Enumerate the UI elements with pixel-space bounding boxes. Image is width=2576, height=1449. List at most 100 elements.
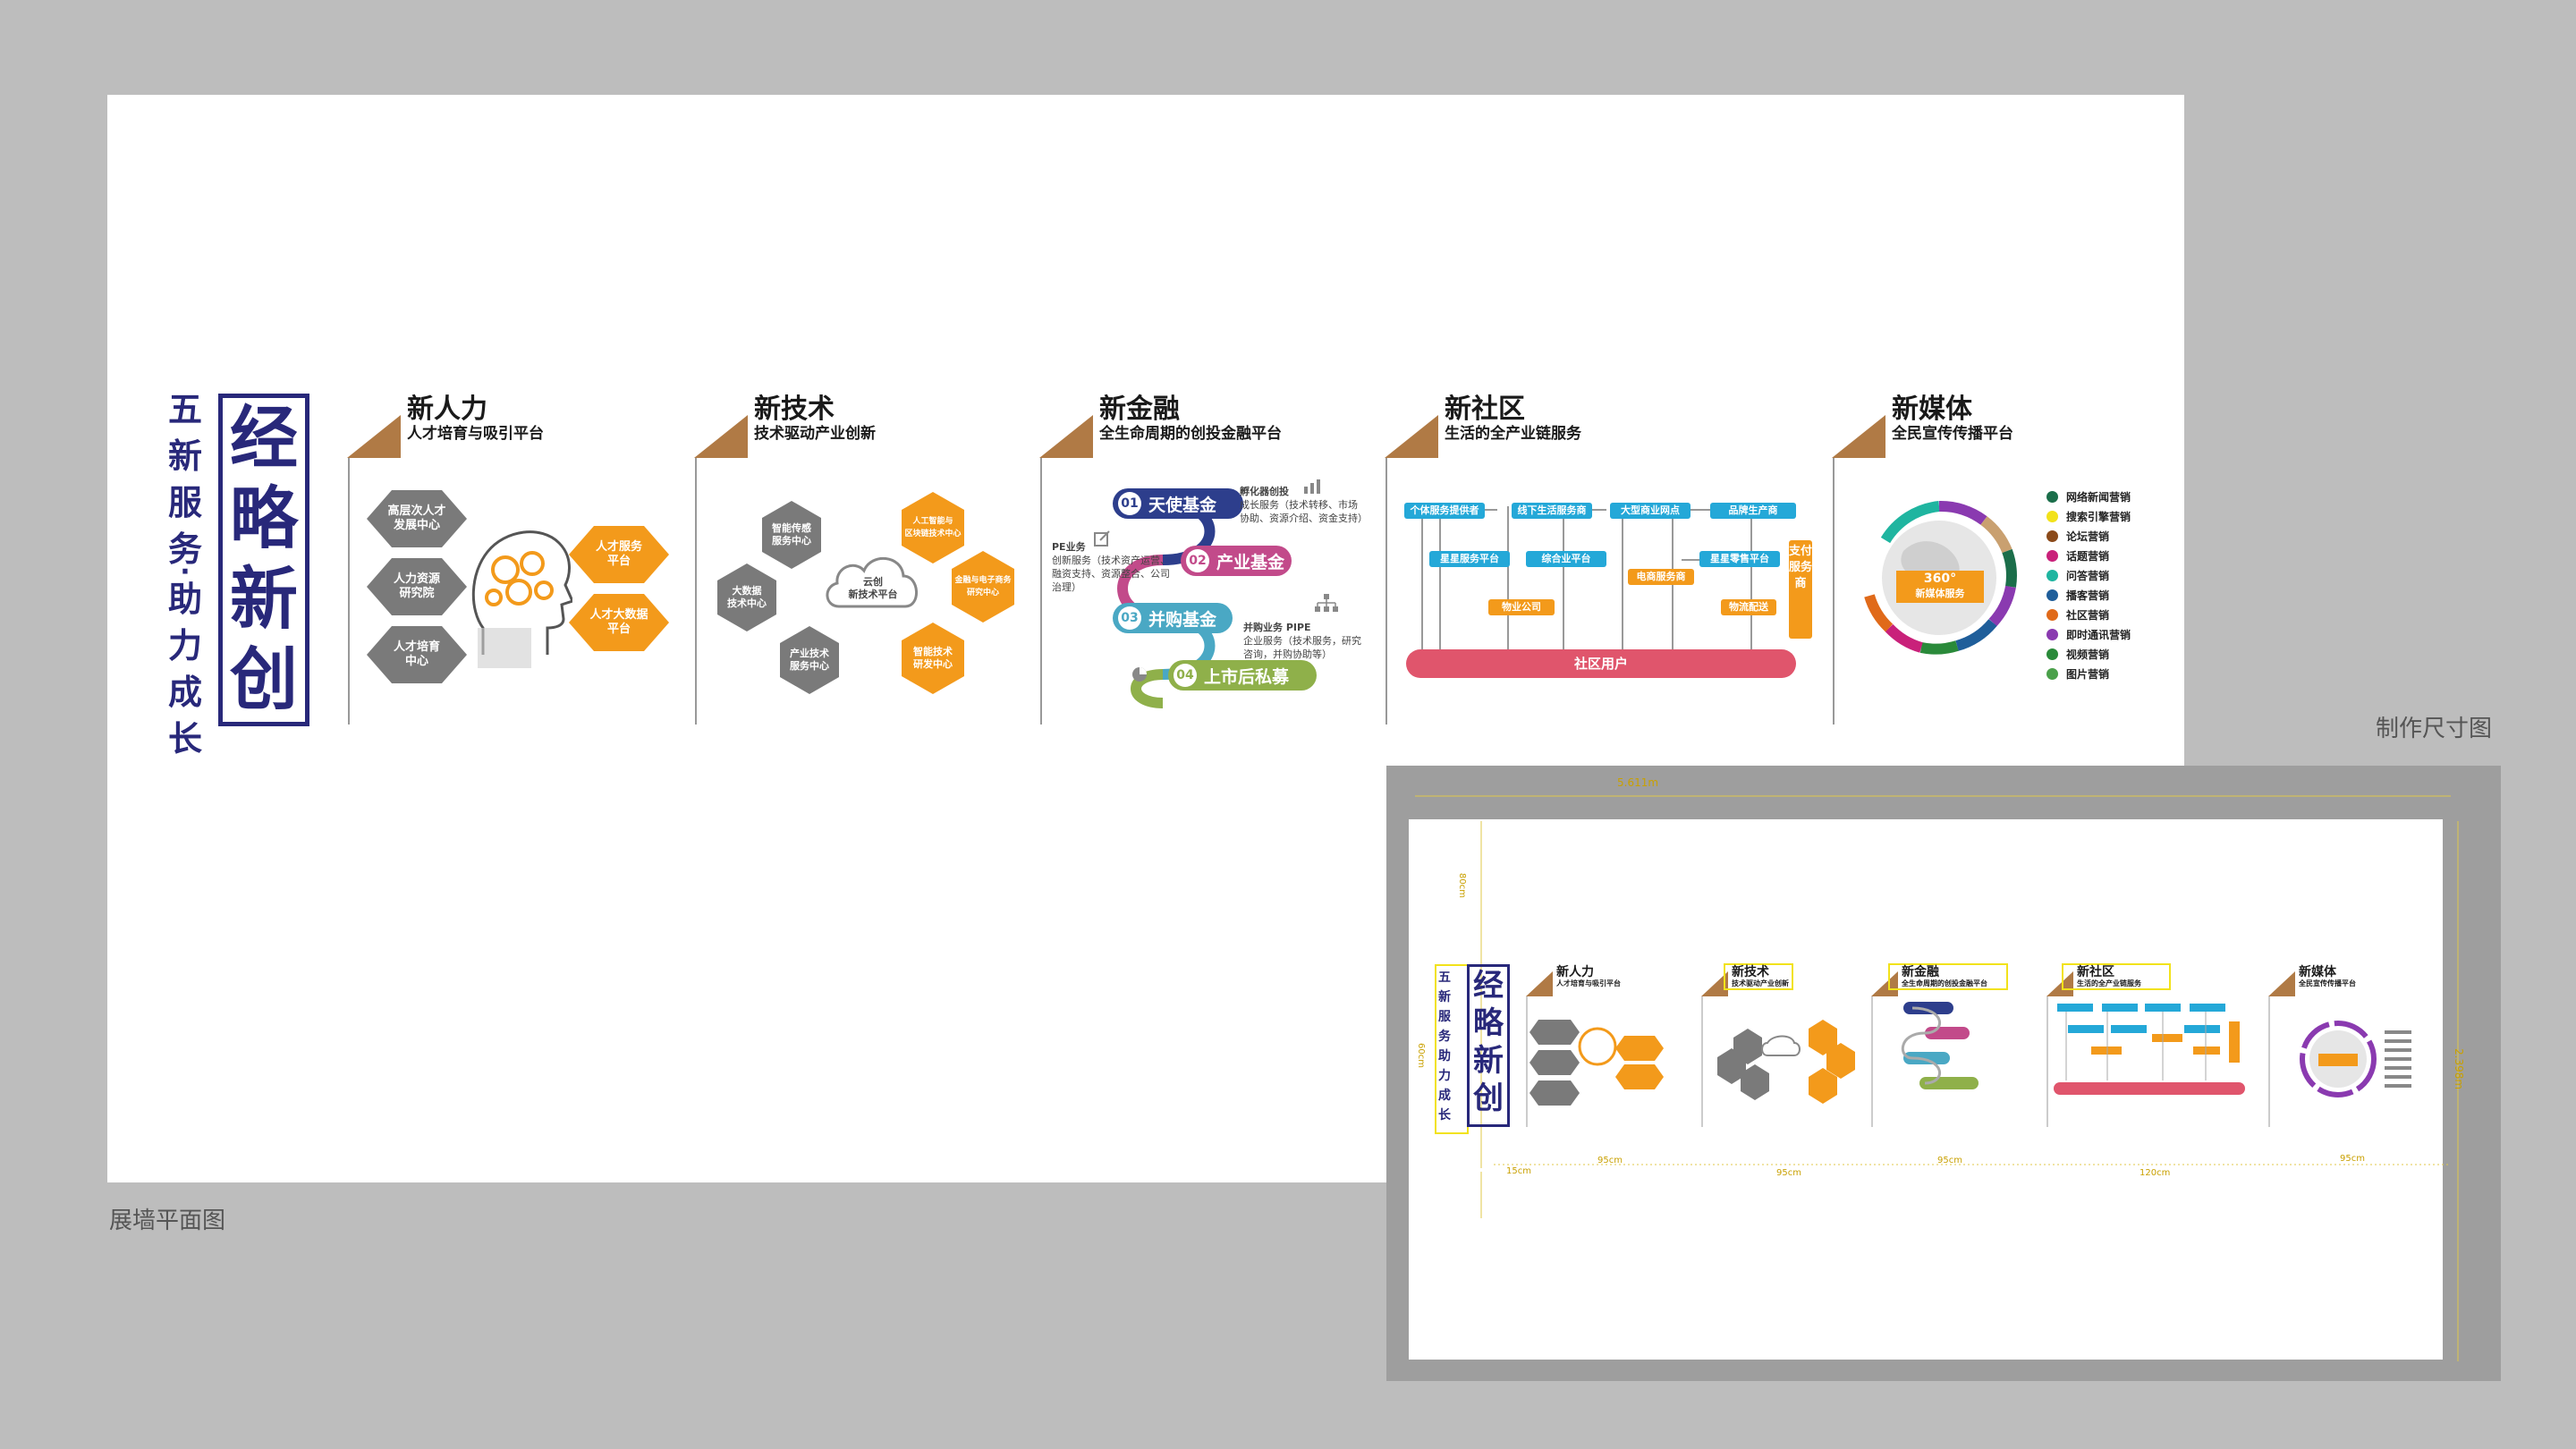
mini-sub-hr: 人才培育与吸引平台 [1556,979,1621,987]
community-base-bar: 社区用户 [1406,649,1796,678]
community-box-10: 物流配送 [1721,599,1776,615]
legend-dot [2046,490,2058,503]
community-flow-lines [1421,506,1752,649]
hr-hex-orange-2: 人才大数据 平台 [569,594,669,651]
finance-note-hatch: 孵化器创投成长服务（技术转移、市场协助、资源介绍、资金支持） [1240,486,1368,524]
tech-center-label: 云创 新技术平台 [848,576,898,600]
brand-logo: 经略新创 [218,394,309,726]
hr-hex-3: 人才培育 中心 [367,626,467,683]
community-box-6: 综合业平台 [1526,551,1606,567]
community-box-2: 线下生活服务商 [1512,503,1592,519]
dim-seg-5: 95cm [2340,1154,2365,1164]
legend-dot [2046,648,2058,660]
section-subtitle-media: 全民宣传传播平台 [1892,425,2013,443]
legend-dot [2046,510,2058,522]
community-box-9: 物业公司 [1488,599,1555,615]
mini-title-tech: 新技术 [1732,965,1769,979]
legend-item: 网络新闻营销 [2046,487,2131,506]
legend-dot [2046,608,2058,621]
dim-total-width: 5.611m [1617,776,1659,789]
cloud-icon [826,556,918,608]
community-box-5: 星星服务平台 [1429,551,1510,567]
dim-seg-1: 95cm [1597,1156,1623,1165]
legend-item: 图片营销 [2046,664,2131,683]
frame-4 [1385,415,1438,724]
dimension-lines [1415,795,2459,1361]
legend-item: 播客营销 [2046,585,2131,605]
dim-total-height: 2.398m [2453,1048,2465,1090]
media-legend: 网络新闻营销 搜索引擎营销 论坛营销 话题营销 问答营销 播客营销 社区营销 即… [2046,487,2131,683]
mini-title-finance: 新金融 [1902,965,1939,979]
mini-section-frames [1526,963,2411,1127]
community-box-4: 品牌生产商 [1710,503,1796,519]
media-center-box: 360° 新媒体服务 [1896,571,1984,603]
frame-5 [1832,415,1885,724]
section-subtitle-tech: 技术驱动产业创新 [754,425,876,443]
mini-title-media: 新媒体 [2299,965,2336,979]
community-side-box: 支付服务商 [1789,540,1812,639]
dim-top-margin: 80cm [1457,873,1467,898]
legend-item: 论坛营销 [2046,526,2131,546]
mini-title-community: 新社区 [2077,965,2114,979]
legend-dot [2046,628,2058,640]
community-box-8: 电商服务商 [1628,569,1694,585]
community-box-7: 星星零售平台 [1699,551,1780,567]
finance-note-pe: PE业务创新服务（技术资产运营、融资支持、资源整合、公司治理） [1052,541,1170,593]
tech-hex-gray-1: 智能传感 服务中心 [762,501,821,569]
pie-icon [1131,665,1148,683]
section-title-hr: 新人力 [407,394,487,425]
section-title-tech: 新技术 [754,394,835,425]
legend-item: 即时通讯营销 [2046,624,2131,644]
mini-sub-tech: 技术驱动产业创新 [1732,979,1789,987]
section-subtitle-hr: 人才培育与吸引平台 [407,425,544,443]
tech-hex-gray-3: 产业技术 服务中心 [780,626,839,694]
brain-head-icon [471,530,572,668]
legend-item: 问答营销 [2046,565,2131,585]
dim-seg-4: 120cm [2140,1168,2171,1178]
edit-icon [1093,530,1111,547]
mini-sub-media: 全民宣传传播平台 [2299,979,2356,987]
tech-hex-gray-2: 大数据 技术中心 [717,564,776,631]
mini-title-hr: 新人力 [1556,965,1594,979]
hr-hex-orange-1: 人才服务 平台 [569,526,669,583]
community-box-1: 个体服务提供者 [1404,503,1485,519]
hr-hex-2: 人力资源 研究院 [367,558,467,615]
legend-dot [2046,549,2058,562]
frame-2 [694,415,748,724]
org-chart-icon [1315,594,1338,614]
mini-brand-vertical-left: 五新服务 [1438,970,1451,1044]
mini-sub-community: 生活的全产业链服务 [2077,979,2141,987]
legend-item: 搜索引擎营销 [2046,506,2131,526]
dim-seg-3: 95cm [1937,1156,1962,1165]
section-title-finance: 新金融 [1099,394,1180,425]
section-subtitle-community: 生活的全产业链服务 [1445,425,1581,443]
legend-item: 话题营销 [2046,546,2131,565]
brand-vertical-left: 五新服务 [167,390,202,569]
legend-dot [2046,569,2058,581]
legend-dot [2046,667,2058,680]
mini-brand-logo: 经略新创 [1467,964,1510,1127]
legend-dot [2046,589,2058,601]
dim-h-side: 60cm [1416,1043,1426,1068]
legend-item: 视频营销 [2046,644,2131,664]
section-title-media: 新媒体 [1892,394,1972,425]
brand-vertical-right: 助力成长 [167,580,202,758]
dim-left: 15cm [1506,1166,1531,1176]
mini-sub-finance: 全生命周期的创投金融平台 [1902,979,1987,987]
mini-brand-vertical-right: 助力成长 [1438,1049,1451,1123]
wall-plan-caption: 展墙平面图 [109,1208,226,1234]
frame-3 [1039,415,1093,724]
frame-1 [347,415,401,724]
community-box-3: 大型商业网点 [1610,503,1690,519]
section-subtitle-finance: 全生命周期的创投金融平台 [1099,425,1282,443]
section-frames [347,415,1885,724]
brand-dot: · [180,556,191,588]
legend-dot [2046,530,2058,542]
section-title-community: 新社区 [1445,394,1525,425]
production-size-caption: 制作尺寸图 [2376,716,2493,742]
